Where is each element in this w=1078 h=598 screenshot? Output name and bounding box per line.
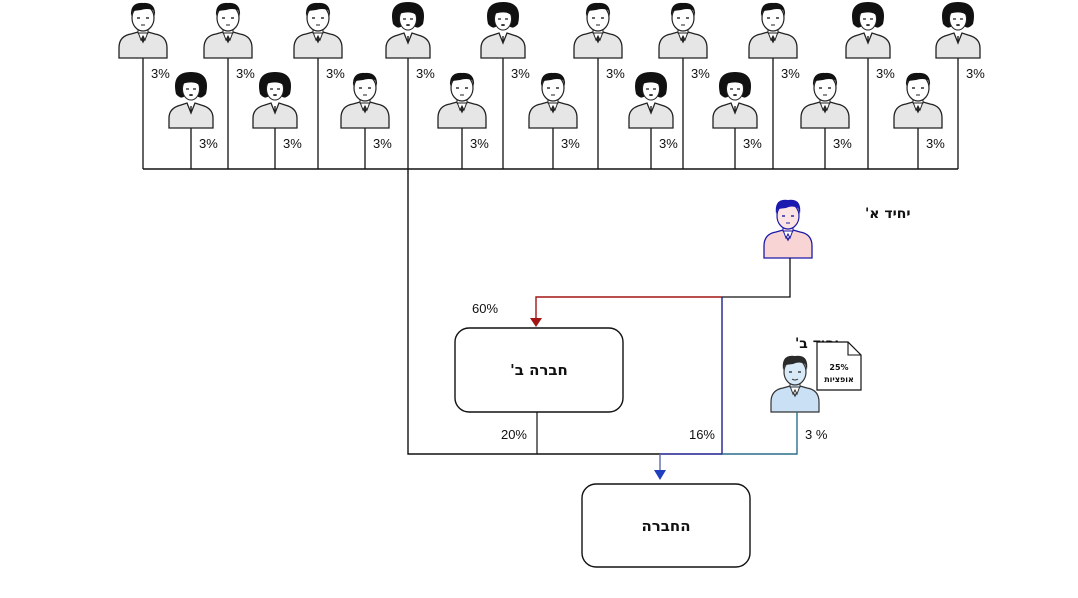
shareholder-top-2-male-icon	[203, 2, 253, 59]
shareholder-top-9-female-icon	[845, 1, 891, 59]
shareholder-stake-label: 3%	[470, 136, 489, 151]
shareholder-stake-label: 3%	[199, 136, 218, 151]
individual-b[interactable]	[770, 355, 820, 413]
shareholder-bottom-3-male-icon	[340, 72, 390, 129]
shareholder-top-5-female-icon	[480, 1, 526, 59]
individual-a-label: יחיד א'	[865, 206, 910, 222]
shareholder-bottom-7-female-icon	[712, 71, 758, 129]
shareholder-stake-label: 3%	[283, 136, 302, 151]
shareholder-top-7-male-icon	[658, 2, 708, 59]
shareholder-stake-label: 3%	[561, 136, 580, 151]
shareholders: 3% 3% 3% 3% 3% 3% 3% 3% 3% 3% 3% 3% 3% 3% 3% 3% 3% 3% 3%	[118, 1, 985, 151]
shareholder-bottom-9-male-icon	[893, 72, 943, 129]
shareholder-top-10-female-icon	[935, 1, 981, 59]
shareholder-top-4-female-icon	[385, 1, 431, 59]
shareholder-stake-label: 3%	[781, 66, 800, 81]
company-b-box[interactable]	[454, 327, 624, 413]
shareholder-stake-label: 3%	[926, 136, 945, 151]
shareholder-bottom-5-male-icon	[528, 72, 578, 129]
b-to-company-line	[722, 412, 798, 455]
individual-a[interactable]	[763, 199, 813, 259]
individual-a-trunk-line	[722, 258, 791, 298]
arrow-to-company-arrowhead	[654, 470, 666, 480]
shareholder-stake-label: 3%	[691, 66, 710, 81]
shareholder-stake-label: 3%	[743, 136, 762, 151]
company-label: החברה	[641, 517, 690, 535]
a-to-company-b-line	[535, 296, 722, 320]
options-label: אופציות	[824, 375, 854, 384]
options-document-icon: 25% אופציות	[816, 341, 862, 391]
shareholder-bottom-4-male-icon	[437, 72, 487, 129]
shareholder-top-6-male-icon	[573, 2, 623, 59]
shareholder-stake-label: 3%	[151, 66, 170, 81]
a-to-company-b-arrowhead	[530, 318, 542, 327]
shareholder-bottom-2-female-icon	[252, 71, 298, 129]
shareholder-stake-label: 3%	[326, 66, 345, 81]
shareholder-top-8-male-icon	[748, 2, 798, 59]
shareholder-stake-label: 3%	[236, 66, 255, 81]
company-b-label: חברה ב'	[510, 361, 568, 379]
shareholder-stake-label: 3%	[659, 136, 678, 151]
shareholder-bottom-1-female-icon	[168, 71, 214, 129]
shareholder-stake-label: 3%	[966, 66, 985, 81]
shareholder-stake-label: 3%	[373, 136, 392, 151]
a-to-company-b-stake-label: 60%	[472, 301, 498, 316]
public-trunk-line	[407, 169, 660, 455]
shareholder-stake-label: 3%	[606, 66, 625, 81]
company-box[interactable]	[581, 483, 751, 568]
shareholder-top-1-male-icon	[118, 2, 168, 59]
individual-b-stake-label: 3 %	[805, 427, 828, 442]
shareholder-bottom-8-male-icon	[800, 72, 850, 129]
shareholder-top-3-male-icon	[293, 2, 343, 59]
company-b-stake-label: 20%	[501, 427, 527, 442]
shareholder-stake-label: 3%	[416, 66, 435, 81]
shareholder-stake-label: 3%	[511, 66, 530, 81]
shareholder-stake-label: 3%	[876, 66, 895, 81]
a-to-company-stake-label: 16%	[689, 427, 715, 442]
options-percent: 25%	[829, 363, 848, 372]
shareholder-bottom-6-female-icon	[628, 71, 674, 129]
shareholder-stake-label: 3%	[833, 136, 852, 151]
